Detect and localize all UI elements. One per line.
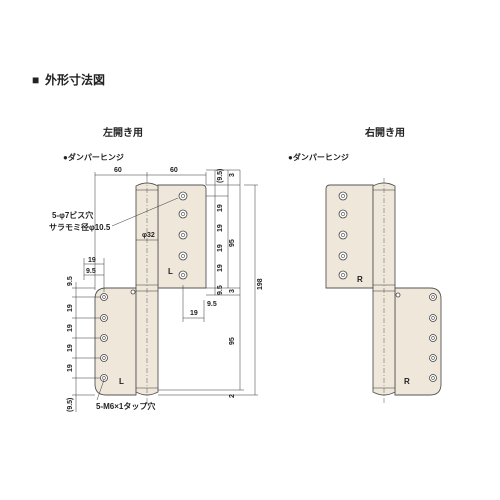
left-hinge: L L: [94, 178, 207, 403]
dim-9-5-left-bottom: (9.5): [67, 398, 74, 412]
right-subtitle: ●ダンパーヒンジ: [288, 152, 349, 162]
left-upper-holes: [178, 191, 188, 280]
note-countersink: サラモミ径φ10.5: [49, 222, 111, 232]
note-tap-hole: 5-M6×1タップ穴: [96, 401, 155, 411]
left-title: 左開き用: [102, 126, 143, 139]
dim-19-a: 19: [217, 204, 224, 212]
left-upper-mark: L: [168, 267, 173, 276]
left-subtitle: ●ダンパーヒンジ: [63, 152, 124, 162]
dim-19-c: 19: [217, 244, 224, 252]
dim-60-right: 60: [170, 167, 178, 174]
dim-19-b: 19: [217, 224, 224, 232]
dim-19-left-b: 19: [67, 324, 74, 332]
left-lower-mark: L: [119, 377, 124, 386]
dim-9-5-mid: 9.5: [217, 285, 224, 295]
dim-60-left: 60: [114, 167, 122, 174]
dim-3-top: 3: [229, 173, 236, 177]
dim-19-left-a: 19: [67, 304, 74, 312]
right-upper-holes: [338, 191, 348, 280]
right-lower-plate: [394, 287, 442, 396]
dim-19-left-c: 19: [67, 344, 74, 352]
dim-9-5-inner: 9.5: [207, 301, 217, 308]
dim-95-upper: 95: [229, 239, 236, 247]
left-lower-holes: [100, 293, 108, 382]
dim-19-left-d: 19: [67, 364, 74, 372]
dim-19-horizontal: 19: [88, 257, 96, 264]
right-lower-holes: [429, 293, 437, 382]
right-pin-hole: [395, 292, 401, 298]
right-upper-plate: [325, 184, 374, 289]
dim-9-5-left-top: 9.5: [67, 276, 74, 286]
dim-3-mid: 3: [229, 289, 236, 293]
heading-title: 外形寸法図: [45, 72, 105, 87]
dim-19-bottom: 19: [190, 310, 198, 317]
right-upper-mark: R: [357, 275, 363, 284]
dim-198-total: 198: [257, 278, 264, 290]
dim-9-5-horizontal: 9.5: [86, 268, 96, 275]
right-hinge: R R: [325, 178, 442, 403]
dim-95-lower: 95: [229, 337, 236, 345]
dim-phi-32: φ32: [142, 232, 155, 239]
left-dimensions: 60 60 (9.5) 3 19 19 19 19 95 9.5 3 9.5 1…: [67, 167, 264, 412]
note-screw-hole: 5-φ7ビス穴: [52, 210, 93, 220]
heading-square: ■: [32, 73, 39, 87]
right-title: 右開き用: [364, 126, 405, 139]
dim-9-5-top: (9.5): [217, 169, 224, 183]
dim-2-bottom: 2: [229, 394, 236, 398]
left-pin-hole: [130, 289, 136, 295]
right-lower-mark: R: [404, 377, 410, 386]
dim-19-d: 19: [217, 264, 224, 272]
